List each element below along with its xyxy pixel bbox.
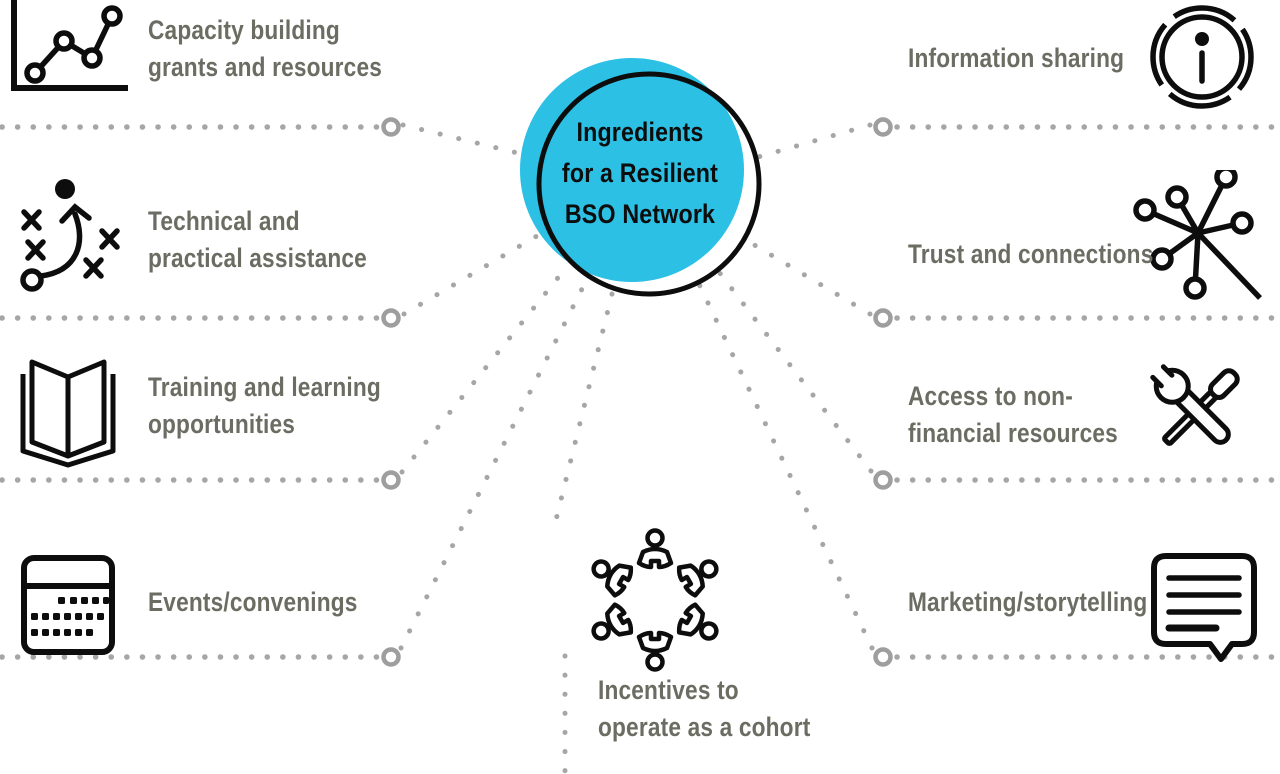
central-title-line: for a Resilient — [561, 158, 719, 188]
info-circle-icon — [1150, 5, 1254, 109]
central-title-line: BSO Network — [564, 199, 716, 229]
label-line: Capacity building — [148, 15, 340, 45]
label-line: Events/convenings — [148, 587, 358, 617]
label-line: financial resources — [908, 418, 1118, 448]
label-line: Trust and connections — [908, 239, 1154, 269]
line-chart-icon — [11, 0, 128, 91]
label-training: Training and learning opportunities — [148, 369, 381, 443]
central-title-line: Ingredients — [576, 117, 704, 147]
label-line: Marketing/storytelling — [908, 587, 1148, 617]
label-capacity: Capacity building grants and resources — [148, 12, 382, 86]
label-trust: Trust and connections — [908, 236, 1153, 273]
strategy-icon — [20, 179, 120, 292]
label-technical: Technical and practical assistance — [148, 203, 367, 277]
label-line: practical assistance — [148, 243, 367, 273]
open-book-icon — [20, 359, 116, 468]
central-title: Ingredients for a Resilient BSO Network — [528, 112, 752, 235]
central-circle-graphic — [520, 58, 762, 297]
calendar-icon — [21, 555, 115, 655]
label-incentives: Incentives to operate as a cohort — [598, 672, 810, 746]
label-events: Events/convenings — [148, 584, 358, 621]
tools-icon — [1149, 363, 1240, 446]
network-icon — [1133, 170, 1262, 300]
speech-bubble-icon — [1151, 553, 1257, 662]
label-line: Access to non- — [908, 381, 1073, 411]
label-line: operate as a cohort — [598, 712, 811, 742]
label-line: grants and resources — [148, 52, 383, 82]
label-line: Technical and — [148, 206, 300, 236]
label-line: opportunities — [148, 409, 296, 439]
label-marketing: Marketing/storytelling — [908, 584, 1147, 621]
label-information: Information sharing — [908, 40, 1124, 77]
label-line: Incentives to — [598, 675, 739, 705]
people-circle-icon — [583, 528, 728, 673]
central-circle: Ingredients for a Resilient BSO Network — [505, 50, 775, 310]
label-access: Access to non- financial resources — [908, 378, 1118, 452]
label-line: Information sharing — [908, 43, 1125, 73]
label-line: Training and learning — [148, 372, 381, 402]
